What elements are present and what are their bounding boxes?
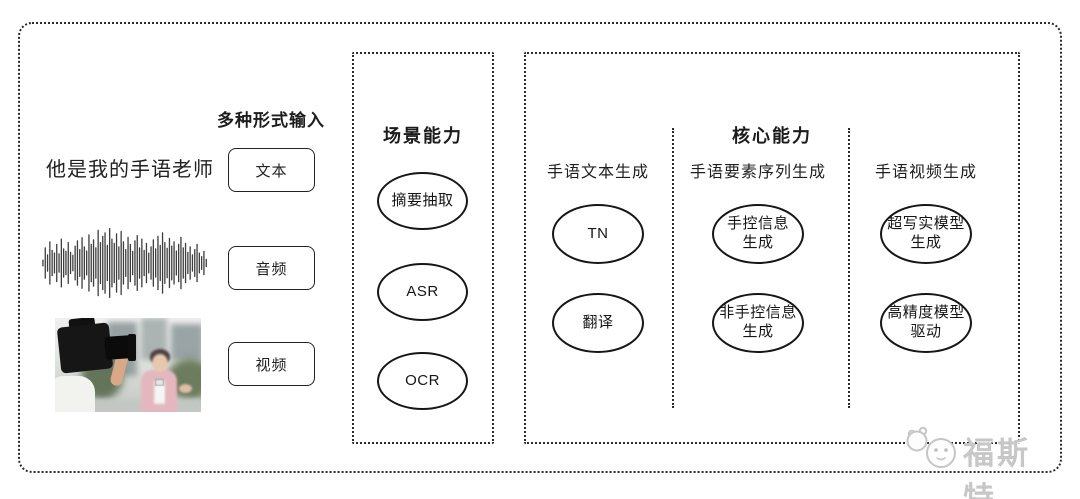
video-thumbnail [55, 318, 201, 412]
sample-sentence: 他是我的手语老师 [46, 159, 214, 181]
core-column-header-video-generation: 手语视频生成 [874, 164, 977, 181]
core-column-divider [848, 128, 850, 408]
core-capability-panel: 核心能力 [524, 52, 1020, 444]
node-hyperrealistic-model-generation: 超写实模型 生成 [880, 204, 972, 264]
node-asr: ASR [377, 263, 468, 321]
node-high-precision-model-driving: 高精度模型 驱动 [880, 293, 972, 353]
watermark: 福斯特 [893, 418, 1063, 499]
node-translation: 翻译 [552, 293, 644, 353]
photo-reporter-hand [179, 384, 192, 393]
photo-building [171, 324, 201, 360]
input-type-label: 音频 [255, 260, 288, 278]
node-manual-info-generation: 手控信息 生成 [712, 204, 804, 264]
scene-panel-title: 场景能力 [383, 126, 463, 146]
core-column-divider [672, 128, 674, 408]
input-type-video-box: 视频 [228, 342, 315, 386]
watermark-text: 福斯特 [963, 436, 1031, 499]
photo-camera-lens-hood [128, 334, 136, 361]
core-panel-title: 核心能力 [732, 126, 812, 146]
input-section-title: 多种形式输入 [217, 111, 325, 130]
node-non-manual-info-generation: 非手控信息 生成 [712, 293, 804, 353]
photo-reporter-face [152, 354, 168, 372]
core-column-header-element-sequence: 手语要素序列生成 [689, 164, 826, 181]
photo-microphone-flag [155, 379, 164, 386]
mascot-face-icon [906, 426, 956, 468]
outer-dotted-frame [18, 22, 1062, 473]
photo-cameraman-shoulder [55, 376, 95, 412]
audio-waveform-icon [42, 227, 207, 299]
node-ocr: OCR [377, 352, 468, 410]
node-summary-extraction: 摘要抽取 [377, 172, 468, 230]
node-tn: TN [552, 204, 644, 264]
input-type-text-box: 文本 [228, 148, 315, 192]
core-column-header-text-generation: 手语文本生成 [546, 164, 649, 181]
input-type-audio-box: 音频 [228, 246, 315, 290]
input-type-label: 文本 [255, 162, 288, 180]
photo-microphone [156, 386, 164, 401]
input-type-label: 视频 [255, 356, 288, 374]
